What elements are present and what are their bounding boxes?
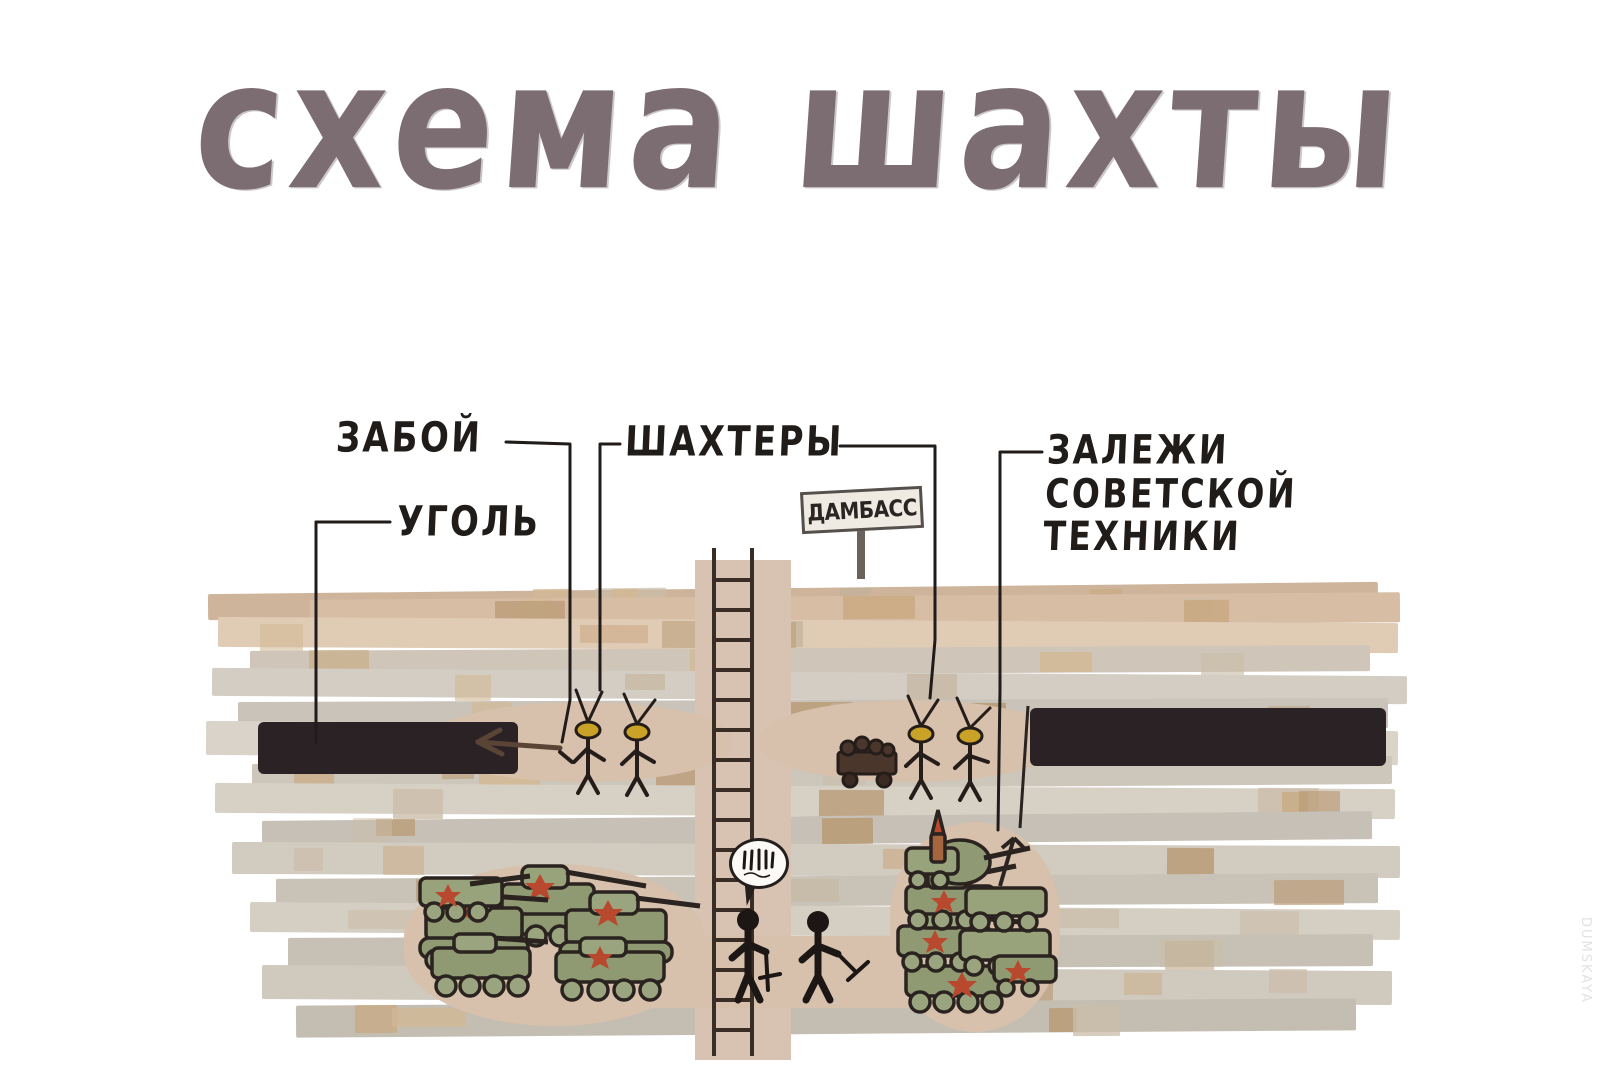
donbass-sign: ДАМБАСС: [799, 485, 925, 579]
strata-fleck: [1274, 880, 1345, 906]
strata-fleck: [1072, 1003, 1120, 1037]
strata-fleck: [579, 624, 648, 644]
coal-seam-left: [258, 722, 518, 774]
watermark: DUMSKAYA: [1578, 917, 1593, 1004]
label-coal: УГОЛЬ: [396, 497, 542, 547]
label-soviet-hardware: ЗАЛЕЖИ СОВЕТСКОЙ ТЕХНИКИ: [1042, 425, 1299, 561]
strata-fleck: [355, 1004, 398, 1033]
speech-scribble-icon: [742, 848, 775, 878]
strata-fleck: [392, 1007, 466, 1028]
strata-fleck: [259, 623, 303, 655]
strata-fleck: [906, 673, 958, 702]
strata-fleck: [1123, 973, 1162, 996]
strata-fleck: [382, 846, 424, 876]
strata-fleck: [821, 818, 874, 845]
sign-post: [857, 527, 865, 579]
speech-bubble: [729, 838, 789, 889]
strata-fleck: [843, 596, 916, 620]
coal-seam-right: [1030, 708, 1386, 766]
label-working-face: ЗАБОЙ: [335, 413, 484, 463]
gallery-right: [760, 700, 1060, 782]
strata-fleck: [392, 788, 443, 820]
sign-label: ДАМБАСС: [806, 493, 918, 527]
strata-fleck: [1166, 848, 1214, 875]
shaft-bottom-floor: [640, 936, 920, 1008]
strata-fleck: [625, 673, 666, 690]
strata-fleck: [1269, 968, 1308, 993]
strata-fleck: [454, 675, 492, 702]
strata-fleck: [1160, 938, 1223, 968]
strata-fleck: [1039, 652, 1093, 673]
strata-fleck: [819, 790, 885, 819]
strata-fleck: [294, 847, 324, 871]
page-title: схема шахты: [188, 24, 1412, 230]
label-miners: ШАХТЕРЫ: [624, 417, 845, 467]
strata-fleck: [1184, 599, 1229, 624]
strata-fleck: [1050, 908, 1119, 928]
